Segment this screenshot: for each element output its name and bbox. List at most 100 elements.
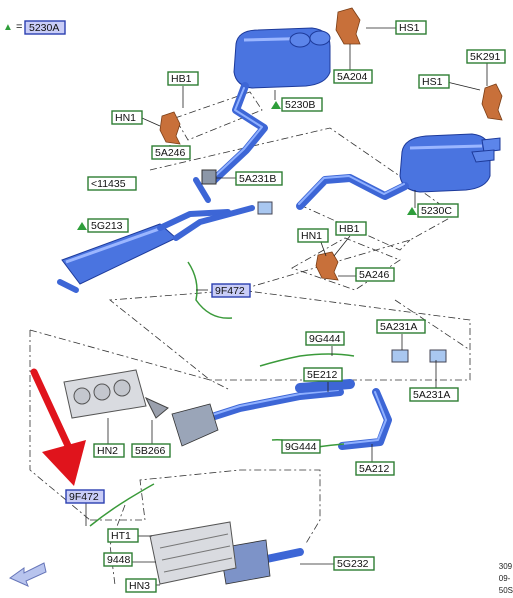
label-box	[93, 443, 125, 458]
label-text: HB1	[339, 223, 360, 235]
muffler-left	[233, 27, 331, 89]
heat-shields	[159, 7, 503, 281]
label-box	[333, 69, 373, 84]
drawing-codes: 309 09- 50S	[499, 562, 513, 595]
label-box	[281, 439, 321, 454]
label-text: HN3	[129, 580, 150, 592]
label-box	[395, 20, 427, 35]
legend: ▲ = 5230A	[3, 20, 66, 35]
label-5b266[interactable]: 5B266	[131, 443, 171, 458]
label-hb1-mid[interactable]: HB1	[335, 221, 367, 236]
label-text: 9G444	[309, 333, 341, 345]
label-text: 5A231A	[413, 389, 450, 401]
label-box	[376, 319, 426, 334]
label-ht1[interactable]: HT1	[107, 528, 139, 543]
label-box	[303, 367, 343, 382]
label-box	[65, 489, 105, 504]
label-box	[305, 331, 345, 346]
label-box	[417, 203, 459, 218]
label-box	[87, 176, 137, 191]
exhaust-pipes	[57, 82, 447, 585]
label-9g444-top[interactable]: 9G444	[305, 331, 345, 346]
label-5k291[interactable]: 5K291	[466, 49, 506, 64]
legend-ref[interactable]: 5230A	[29, 22, 59, 34]
label-9g444-bot[interactable]: 9G444	[281, 439, 321, 454]
assembly-triangle-icon	[407, 207, 417, 215]
label-text: HN2	[97, 445, 118, 457]
label-box	[281, 97, 323, 112]
label-9f472-top[interactable]: 9F472	[211, 283, 251, 298]
label-text: 5A231A	[380, 321, 417, 333]
label-box	[131, 443, 171, 458]
label-9448[interactable]: 9448	[103, 552, 133, 567]
label-5a212[interactable]: 5A212	[355, 461, 395, 476]
label-hn2[interactable]: HN2	[93, 443, 125, 458]
label-text: HS1	[422, 76, 443, 88]
label-11435[interactable]: <11435	[87, 176, 137, 191]
label-5230c[interactable]: 5230C	[407, 203, 459, 218]
label-hs1-right[interactable]: HS1	[418, 74, 450, 89]
label-text: HB1	[171, 73, 192, 85]
label-text: 5A231B	[239, 173, 276, 185]
label-5a246-top[interactable]: 5A246	[151, 145, 191, 160]
label-text: 5A246	[359, 269, 390, 281]
label-5a246-mid[interactable]: 5A246	[355, 267, 395, 282]
label-box	[355, 461, 395, 476]
label-box	[418, 74, 450, 89]
label-text: 9448	[107, 554, 131, 566]
assembly-triangle-icon	[77, 222, 87, 230]
label-text: 9F472	[69, 491, 99, 503]
label-text: 5230C	[421, 205, 452, 217]
legend-triangle-icon: ▲	[3, 22, 13, 33]
label-hn1-mid[interactable]: HN1	[297, 228, 329, 243]
label-text: HT1	[111, 530, 131, 542]
label-text: 9G444	[285, 441, 317, 453]
drawing-code-2: 09-	[498, 574, 511, 583]
nav-arrow-icon[interactable]	[8, 562, 47, 587]
label-text: 5A204	[337, 71, 368, 83]
label-5230b[interactable]: 5230B	[271, 97, 323, 112]
heat-shield-right	[481, 83, 503, 121]
label-5a231b[interactable]: 5A231B	[235, 171, 283, 186]
label-text: 5E212	[307, 369, 338, 381]
label-text: <11435	[91, 178, 126, 190]
pointer-arrow-icon	[30, 368, 86, 486]
label-text: 5230B	[285, 99, 315, 111]
drawing-code-3: 50S	[498, 586, 513, 595]
label-box	[333, 556, 375, 571]
manifold-upper	[63, 369, 169, 419]
assembly-outlines	[29, 91, 471, 586]
label-text: 5A212	[359, 463, 390, 475]
label-9f472-bot[interactable]: 9F472	[65, 489, 105, 504]
heat-shield-mid	[315, 251, 339, 281]
label-box	[211, 283, 251, 298]
legend-equals: =	[16, 21, 22, 33]
label-text: HS1	[399, 22, 420, 34]
label-text: HN1	[301, 230, 322, 242]
label-5g232[interactable]: 5G232	[333, 556, 375, 571]
manifold-lower	[149, 521, 237, 585]
label-5a231a-top[interactable]: 5A231A	[376, 319, 426, 334]
label-box	[466, 49, 506, 64]
label-hn1-top[interactable]: HN1	[111, 110, 143, 125]
label-box	[409, 387, 459, 402]
label-hs1-top[interactable]: HS1	[395, 20, 427, 35]
label-box	[235, 171, 283, 186]
label-5a204[interactable]: 5A204	[333, 69, 373, 84]
heat-shield-left	[159, 111, 181, 145]
heat-shield-top	[335, 7, 361, 45]
label-hn3[interactable]: HN3	[125, 578, 157, 593]
label-5a231a-bot[interactable]: 5A231A	[409, 387, 459, 402]
label-box	[103, 552, 133, 567]
label-box	[125, 578, 157, 593]
label-text: 5A246	[155, 147, 186, 159]
label-hb1-top[interactable]: HB1	[167, 71, 199, 86]
label-box	[151, 145, 191, 160]
label-box	[111, 110, 143, 125]
label-5e212[interactable]: 5E212	[303, 367, 343, 382]
label-text: 5B266	[135, 445, 166, 457]
label-5g213[interactable]: 5G213	[77, 218, 129, 233]
label-box	[355, 267, 395, 282]
muffler-right	[399, 133, 501, 193]
